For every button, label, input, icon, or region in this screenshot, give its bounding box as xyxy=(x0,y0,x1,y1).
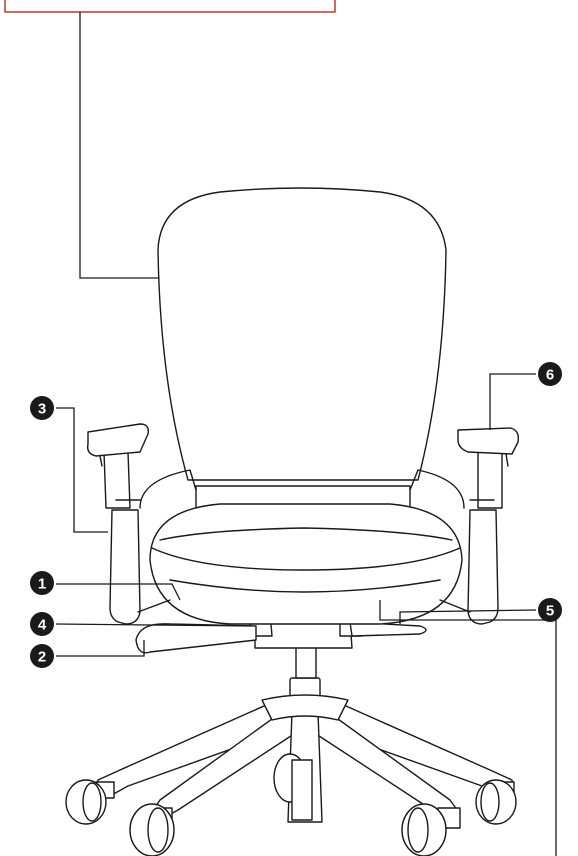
seat-mechanism xyxy=(135,611,427,679)
callout-3-label: 3 xyxy=(38,401,46,418)
armrest-left xyxy=(86,423,150,625)
callout-2: 2 xyxy=(30,644,54,668)
callout-5: 5 xyxy=(538,598,562,622)
caster-back-right xyxy=(475,779,517,825)
leader-line-mechanism xyxy=(379,600,557,856)
label-box xyxy=(4,0,336,13)
callout-4-label: 4 xyxy=(38,617,47,634)
callout-4: 4 xyxy=(30,612,54,636)
callout-6-label: 6 xyxy=(546,367,554,384)
callout-1-label: 1 xyxy=(38,576,46,593)
armrest-right xyxy=(457,427,520,625)
callout-6: 6 xyxy=(538,362,562,386)
caster-front-right xyxy=(401,803,461,856)
callout-2-label: 2 xyxy=(38,649,46,666)
leader-line-1 xyxy=(56,583,181,601)
callout-3: 3 xyxy=(30,396,54,420)
backrest xyxy=(139,187,465,513)
chair-base xyxy=(65,644,517,856)
leader-line-4 xyxy=(55,623,253,627)
leader-line-6 xyxy=(489,373,536,430)
leader-line-3 xyxy=(56,407,108,533)
seat xyxy=(149,503,463,625)
callout-5-label: 5 xyxy=(546,603,554,620)
callout-1: 1 xyxy=(30,571,54,595)
caster-front-left xyxy=(129,803,175,856)
leader-line-2 xyxy=(56,640,145,657)
caster-back-left xyxy=(65,779,115,825)
